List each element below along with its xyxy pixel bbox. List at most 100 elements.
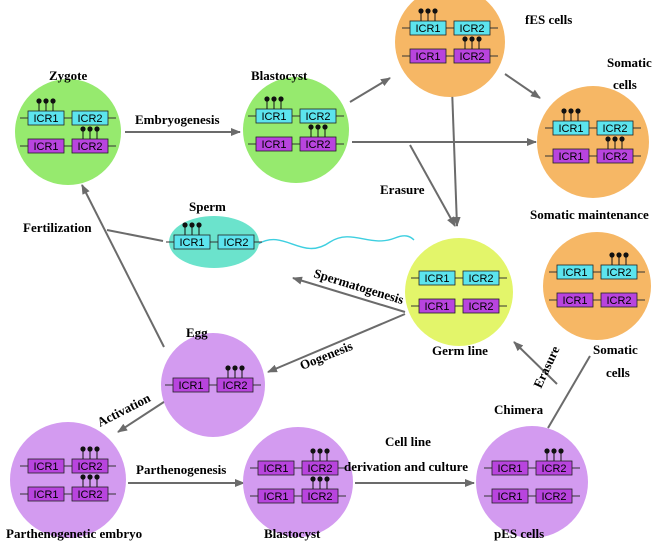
icr1-label: ICR1	[562, 295, 587, 307]
icr1-box	[27, 458, 65, 474]
methyl-mark	[43, 98, 49, 104]
icr2-box	[453, 20, 491, 36]
methyl-mark	[182, 222, 188, 228]
icr2-label: ICR2	[223, 237, 248, 249]
label-fes-cells: fES cells	[525, 12, 572, 27]
methyl-mark	[310, 476, 316, 482]
methyl-mark	[278, 96, 284, 102]
methyl-mark	[322, 124, 328, 130]
icr2-label: ICR2	[459, 23, 484, 35]
icr1-box	[418, 270, 456, 286]
allele-row: ICR1 ICR2	[166, 222, 262, 250]
icr2-box	[535, 488, 573, 504]
cell-body	[537, 86, 649, 198]
label-cell-line-1: Cell line	[385, 434, 431, 449]
icr1-label: ICR1	[263, 463, 288, 475]
label-pes-cells: pES cells	[494, 526, 544, 541]
methyl-mark	[94, 474, 100, 480]
methyl-mark	[94, 446, 100, 452]
label-parthenogenetic-embryo: Parthenogenetic embryo	[6, 526, 142, 541]
icr2-box	[71, 110, 109, 126]
methyl-mark	[612, 136, 618, 142]
methyl-mark	[80, 474, 86, 480]
icr2-label: ICR2	[77, 141, 102, 153]
methyl-mark	[264, 96, 270, 102]
cell-body	[395, 0, 505, 97]
arrow-fertilization-sperm	[106, 229, 164, 242]
icr2-label: ICR2	[222, 380, 247, 392]
methyl-mark	[425, 8, 431, 14]
label-zygote: Zygote	[49, 68, 88, 83]
methyl-mark	[80, 446, 86, 452]
icr1-label: ICR1	[33, 113, 58, 125]
icr2-label: ICR2	[305, 139, 330, 151]
arrow-fes-to-somatic	[504, 73, 541, 99]
methyl-mark	[551, 448, 557, 454]
label-somatic-top-1: Somatic	[607, 55, 652, 70]
label-erasure-top: Erasure	[380, 182, 425, 197]
icr1-box	[418, 298, 456, 314]
methyl-mark	[324, 448, 330, 454]
label-sperm: Sperm	[189, 199, 226, 214]
methyl-mark	[315, 124, 321, 130]
icr1-label: ICR1	[424, 273, 449, 285]
icr2-label: ICR2	[606, 295, 631, 307]
label-oogenesis: Oogenesis	[298, 338, 355, 373]
label-germ-line: Germ line	[432, 343, 488, 358]
icr2-box	[600, 292, 638, 308]
icr1-box	[556, 264, 594, 280]
icr2-box	[299, 108, 337, 124]
icr1-label: ICR1	[33, 489, 58, 501]
label-activation: Activation	[95, 390, 154, 430]
icr1-label: ICR1	[33, 141, 58, 153]
arrows	[81, 73, 591, 487]
methyl-mark	[310, 448, 316, 454]
icr1-box	[255, 136, 293, 152]
icr1-label: ICR1	[179, 237, 204, 249]
icr2-label: ICR2	[77, 489, 102, 501]
icr1-box	[491, 488, 529, 504]
cell-body	[10, 422, 126, 538]
icr2-box	[462, 298, 500, 314]
methyl-mark	[36, 98, 42, 104]
methyl-mark	[462, 36, 468, 42]
icr1-box	[491, 460, 529, 476]
methyl-mark	[232, 365, 238, 371]
methyl-mark	[189, 222, 195, 228]
arrow-pes-to-somatic	[547, 355, 591, 429]
icr1-label: ICR1	[261, 111, 286, 123]
cell-body	[243, 427, 353, 537]
methyl-mark	[558, 448, 564, 454]
methyl-mark	[568, 108, 574, 114]
icr1-box	[27, 138, 65, 154]
methyl-mark	[432, 8, 438, 14]
methyl-mark	[87, 474, 93, 480]
icr2-label: ICR2	[77, 113, 102, 125]
allele-row: ICR1 ICR2	[20, 98, 116, 126]
arrow-activation	[117, 397, 171, 433]
methyl-mark	[561, 108, 567, 114]
label-somatic-maintenance: Somatic maintenance	[530, 207, 649, 222]
icr1-label: ICR1	[263, 491, 288, 503]
cell-sperm: ICR1 ICR2	[166, 216, 262, 268]
methyl-mark	[308, 124, 314, 130]
arrow-blasto-to-germ	[409, 144, 456, 227]
icr1-label: ICR1	[424, 301, 449, 313]
methyl-mark	[575, 108, 581, 114]
icr2-box	[217, 234, 255, 250]
icr1-label: ICR1	[33, 461, 58, 473]
arrow-fes-to-germ	[451, 87, 461, 227]
cell-body	[243, 77, 349, 183]
